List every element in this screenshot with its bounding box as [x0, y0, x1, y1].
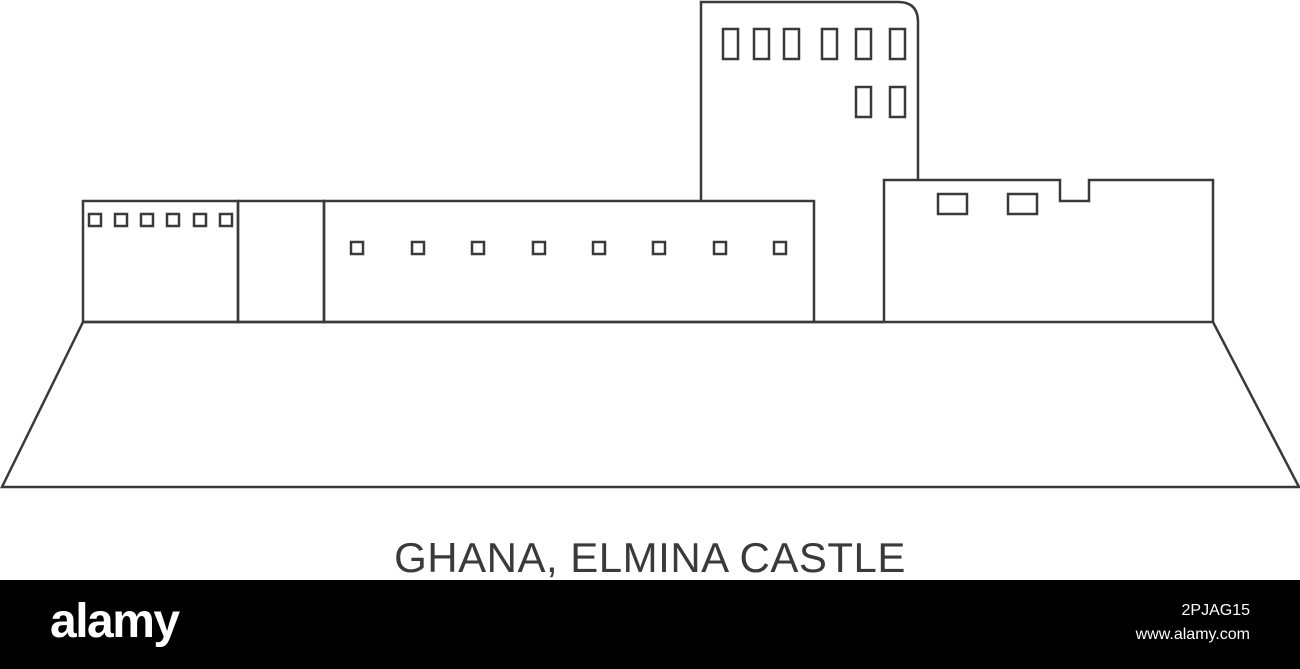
connector-block-outline	[236, 199, 326, 324]
castle-base-outline	[0, 320, 1300, 489]
left-wing-outline	[81, 199, 240, 324]
right-building-windows	[936, 192, 1039, 216]
long-building-outline	[322, 199, 816, 324]
elmina-castle-icon	[0, 0, 1300, 489]
left-wing-windows	[87, 212, 234, 228]
brand-logo: alamy	[50, 595, 180, 648]
site-url: www.alamy.com	[1135, 626, 1250, 643]
tower-outline	[699, 0, 920, 201]
image-id: 2PJAG15	[1181, 602, 1250, 619]
right-building-outline	[882, 178, 1215, 322]
caption-title: GHANA, ELMINA CASTLE	[394, 534, 906, 581]
long-building-windows	[349, 240, 788, 256]
watermark-bar: alamy 2PJAG15 www.alamy.com	[0, 580, 1300, 669]
tower-windows	[721, 27, 907, 119]
